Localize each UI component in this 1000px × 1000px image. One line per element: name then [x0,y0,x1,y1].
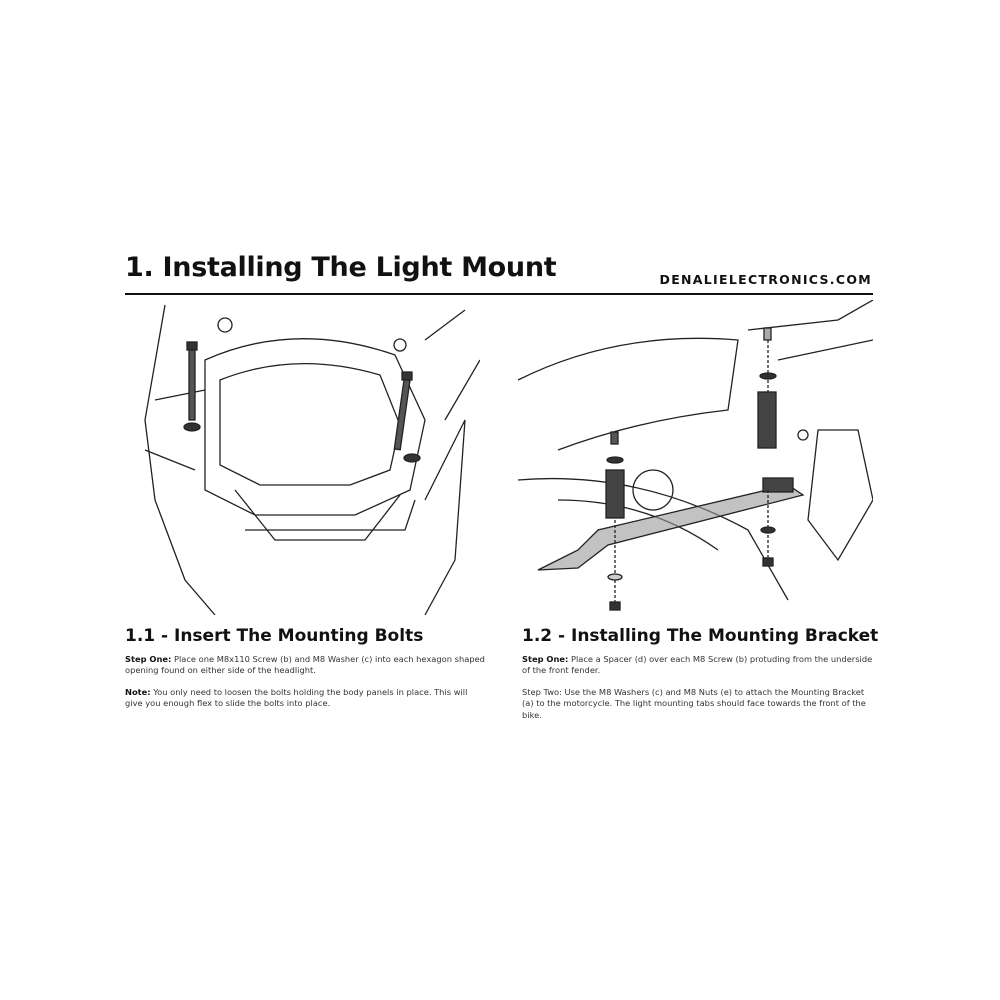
section-heading-1-1: 1.1 - Insert The Mounting Bolts [125,626,424,646]
note-text: You only need to loosen the bolts holdin… [125,687,468,709]
step-one-label: Step One: [125,654,172,664]
step-one-label: Step One: [522,654,569,664]
header-divider [125,293,873,295]
bracket-install-illustration [518,300,873,611]
section-heading-1-2: 1.2 - Installing The Mounting Bracket [522,626,879,646]
step-one-paragraph-1-1: Step One: Place one M8x110 Screw (b) and… [125,654,485,677]
bolt-right-icon [393,371,421,463]
page-title: 1. Installing The Light Mount [125,252,557,283]
spacer-left-icon [605,431,625,519]
bolt-left-icon [183,341,201,432]
step-one-text: Place a Spacer (d) over each M8 Screw (b… [522,654,873,676]
spacer-right-icon [757,327,777,449]
step-two-paragraph: Step Two: Use the M8 Washers (c) and M8 … [522,687,866,720]
headlight-bolts-illustration [144,304,480,615]
note-paragraph: Note: You only need to loosen the bolts … [125,687,485,710]
step-one-paragraph-1-2: Step One: Place a Spacer (d) over each M… [522,654,877,677]
note-label: Note: [125,687,151,697]
website-label: DENALIELECTRONICS.COM [659,272,872,287]
step-one-text: Place one M8x110 Screw (b) and M8 Washer… [125,654,485,676]
